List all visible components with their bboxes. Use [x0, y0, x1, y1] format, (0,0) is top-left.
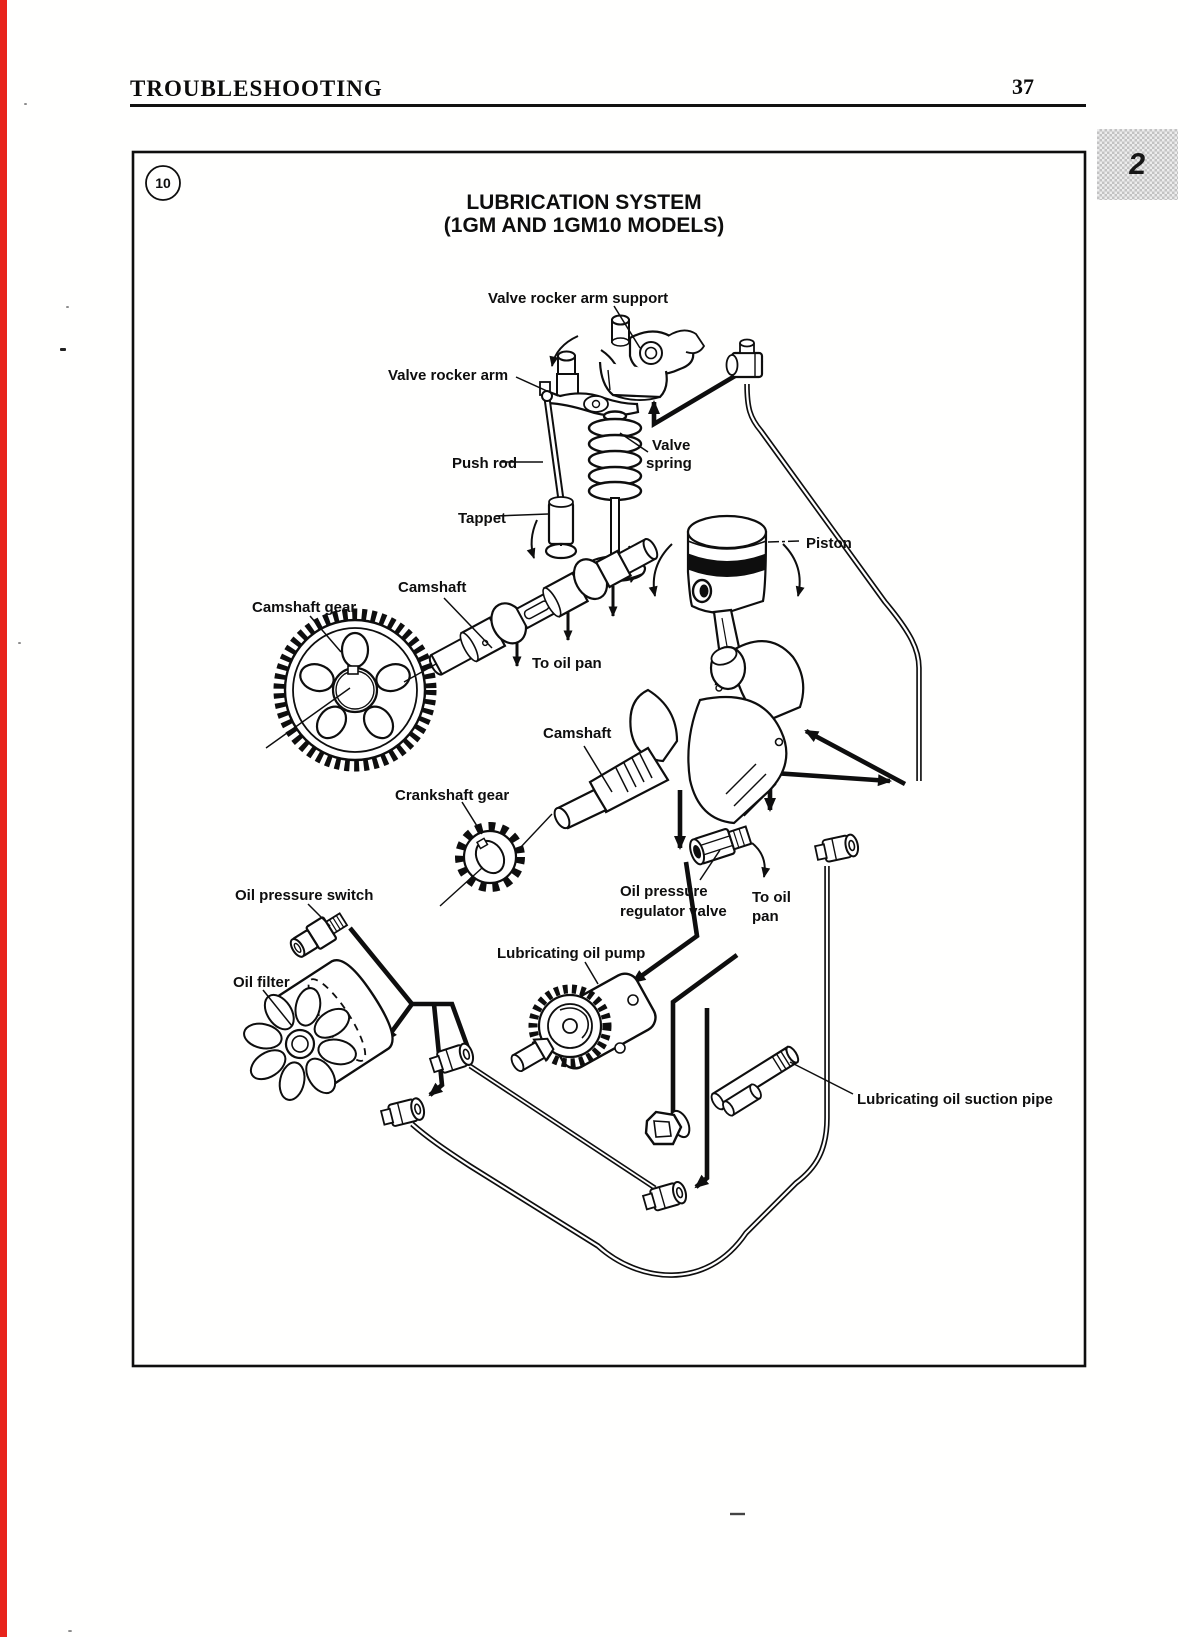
- oil-return-pipe: [410, 866, 830, 1278]
- label-piston: Piston: [806, 535, 852, 552]
- header-rule: [130, 104, 1086, 107]
- banjo-fitting: [379, 1095, 428, 1130]
- banjo-fitting: [725, 338, 764, 379]
- scan-speck: [18, 642, 21, 644]
- label-valve-spring-line2: spring: [646, 455, 692, 472]
- chapter-tab: 2: [1097, 129, 1178, 200]
- label-to-oil-pan-upper: To oil pan: [532, 655, 602, 672]
- valve-spring: [587, 410, 643, 502]
- scan-speck: [68, 1630, 72, 1632]
- tappet: [544, 496, 578, 560]
- crankshaft: [553, 640, 805, 830]
- label-valve-rocker-arm-support: Valve rocker arm support: [488, 290, 668, 307]
- lubricating-oil-pump: [510, 972, 657, 1073]
- valve-rocker-arm-support: [598, 314, 706, 401]
- label-oil-pressure-switch: Oil pressure switch: [235, 887, 373, 904]
- label-tappet: Tappet: [458, 510, 506, 527]
- label-to-oil-pan-lower-line2: pan: [752, 908, 779, 925]
- label-push-rod: Push rod: [452, 455, 517, 472]
- oil-filter: [243, 958, 394, 1101]
- label-oil-filter: Oil filter: [233, 974, 290, 991]
- drain-plug: [644, 1109, 691, 1146]
- valve-rocker-arm: [539, 350, 640, 417]
- label-crankshaft-gear: Crankshaft gear: [395, 787, 509, 804]
- oil-branch-pipe: [468, 1063, 657, 1191]
- scan-speck: [66, 306, 69, 308]
- banjo-fitting: [813, 832, 861, 865]
- label-valve-spring-line1: Valve: [652, 437, 690, 454]
- label-oil-pressure-regulator-line1: Oil pressure: [620, 883, 708, 900]
- page-number: 37: [1012, 74, 1034, 99]
- leader-lines: [262, 305, 854, 1095]
- figure-border: [131, 150, 1087, 1368]
- label-to-oil-pan-lower-line1: To oil: [752, 889, 791, 906]
- label-lubricating-oil-pump: Lubricating oil pump: [497, 945, 645, 962]
- oil-pressure-switch: [289, 912, 349, 958]
- label-oil-pressure-regulator-line2: regulator valve: [620, 903, 727, 920]
- camshaft-gear: [265, 608, 437, 772]
- label-camshaft-lower: Camshaft: [543, 725, 611, 742]
- figure-number-badge: 10: [145, 165, 181, 201]
- label-valve-rocker-arm: Valve rocker arm: [388, 367, 508, 384]
- oil-delivery-pipe: [744, 383, 922, 781]
- label-camshaft-upper: Camshaft: [398, 579, 466, 596]
- section-title: TROUBLESHOOTING: [130, 76, 383, 101]
- scan-speck: [24, 103, 27, 105]
- figure-number: 10: [155, 175, 171, 191]
- crankshaft-gear: [439, 813, 553, 907]
- label-lubricating-oil-suction-pipe: Lubricating oil suction pipe: [857, 1091, 1053, 1108]
- scan-speck: [60, 348, 66, 351]
- piston: [686, 514, 768, 614]
- push-rod: [541, 390, 565, 501]
- label-camshaft-gear: Camshaft gear: [252, 599, 356, 616]
- figure-title-line1: LUBRICATION SYSTEM: [466, 191, 701, 214]
- red-edge-strip: [0, 0, 7, 1637]
- banjo-fitting: [427, 1040, 477, 1077]
- figure-title-line2: (1GM AND 1GM10 MODELS): [444, 214, 724, 237]
- lubricating-oil-suction-pipe: [710, 1045, 800, 1117]
- oil-pressure-regulator-valve: [689, 825, 753, 866]
